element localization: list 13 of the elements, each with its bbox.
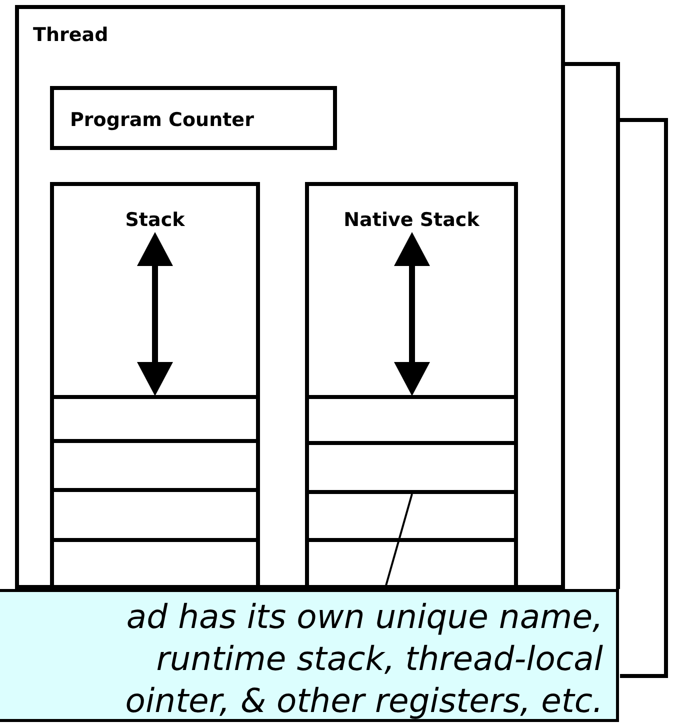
box-label: Program Counter — [70, 108, 254, 133]
frame-title: Thread — [33, 23, 108, 48]
callout-box — [0, 589, 619, 722]
stack-box — [305, 182, 518, 585]
box-label: Stack — [124, 208, 186, 233]
thread-frame — [565, 62, 620, 589]
counter-box — [50, 86, 337, 150]
stack-slot — [309, 441, 514, 494]
thread-frame — [620, 118, 668, 678]
callout-text: ad has its own unique name, runtime stack, thread-local ointer, & other registers, etc. — [124, 596, 603, 722]
stack-box — [50, 182, 260, 585]
thread-frame — [15, 5, 565, 589]
box-label: Native Stack — [342, 208, 480, 233]
